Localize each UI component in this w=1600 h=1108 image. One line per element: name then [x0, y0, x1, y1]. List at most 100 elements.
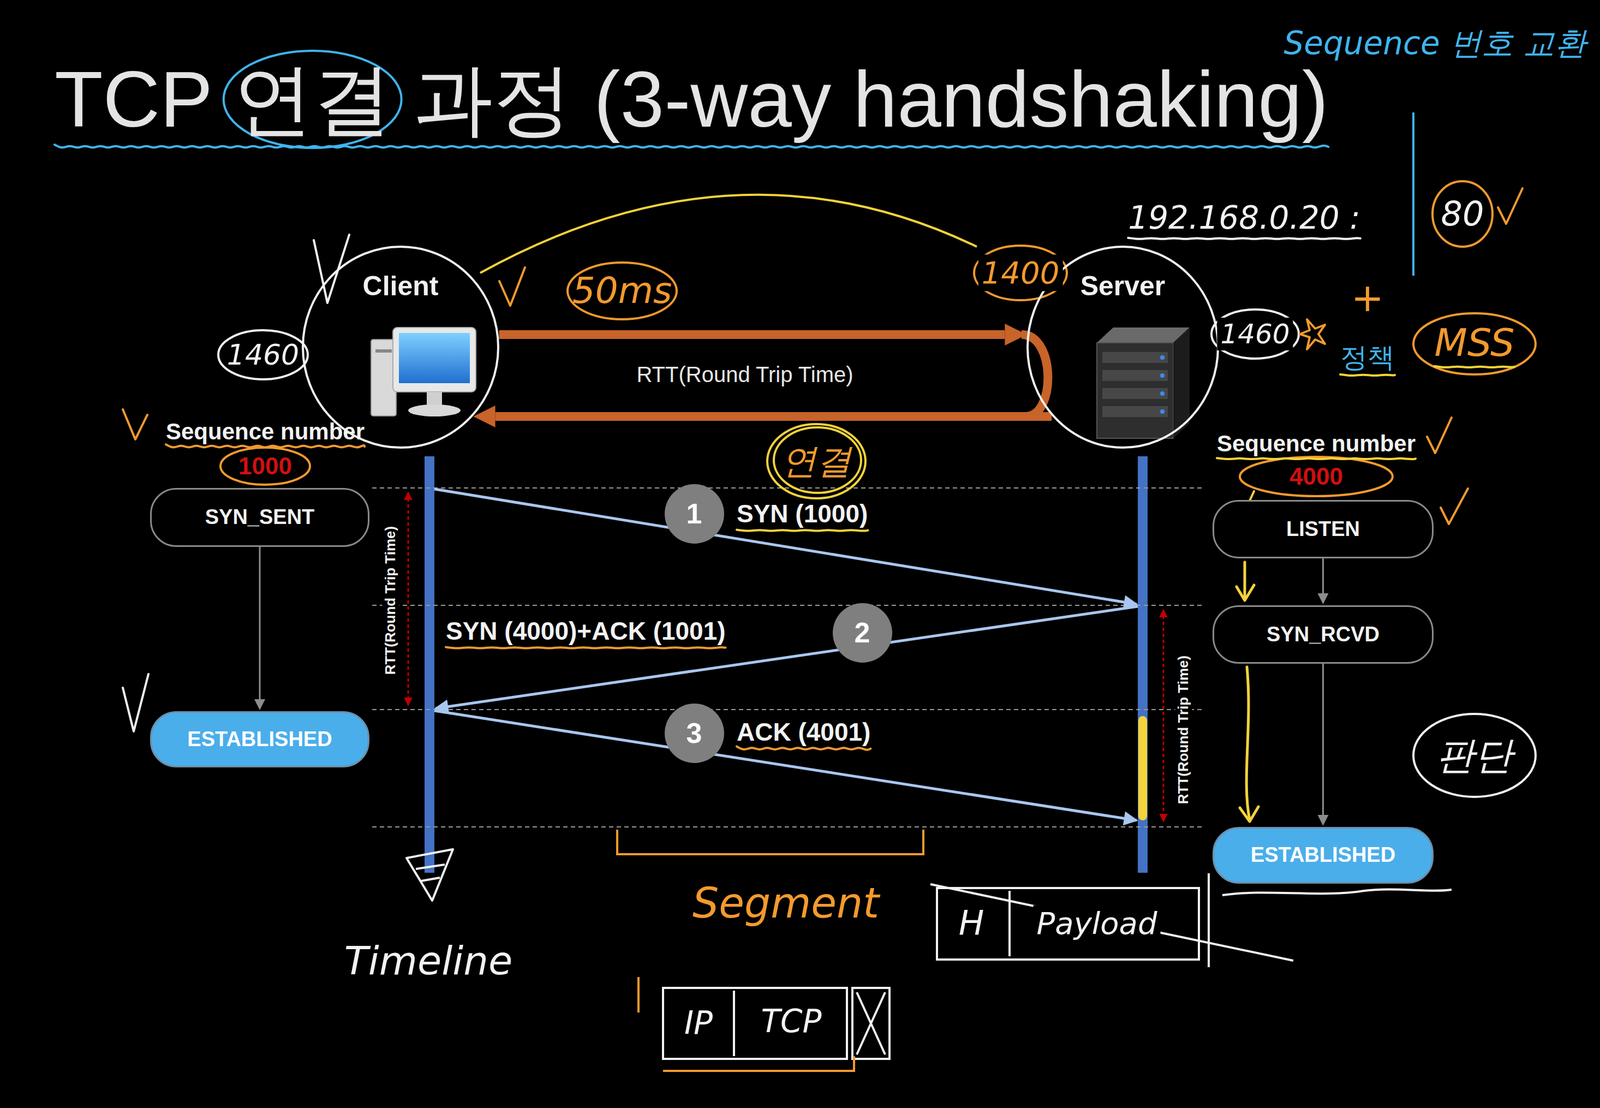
check-mark [1440, 488, 1468, 524]
segment-sketch [732, 990, 736, 1056]
hand-note: 1400 [978, 254, 1064, 291]
hand-underline [445, 647, 726, 649]
segment-bracket [617, 829, 924, 855]
callout-number: 1 [664, 484, 725, 544]
connector [495, 412, 1053, 421]
header-sketch [930, 884, 1294, 961]
hand-underline [1434, 366, 1515, 368]
hand-circle [218, 330, 308, 380]
check-mark [1299, 319, 1325, 350]
dashed-guide [372, 826, 1204, 828]
hand-underline [1340, 374, 1395, 376]
hand-note: Timeline [344, 936, 513, 984]
edge-label: RTT(Round Trip Time) [636, 361, 853, 388]
hand-circle [767, 424, 866, 499]
segment-sketch [637, 976, 640, 1013]
hand-underline [1127, 237, 1360, 240]
rtt-dimension [407, 492, 410, 706]
hand-line [1412, 112, 1415, 276]
connector [259, 546, 261, 700]
node-text: ESTABLISHED [1250, 842, 1396, 868]
segment-sketch [852, 987, 890, 1059]
segment-sketch [663, 1055, 855, 1071]
server-icon [1160, 355, 1165, 360]
state-box: LISTEN [1212, 499, 1434, 559]
timeline-sketch [406, 849, 453, 901]
dimension-label: RTT(Round Trip Time) [381, 522, 399, 679]
state-box: ESTABLISHED [150, 711, 370, 768]
segment-sketch [638, 976, 890, 1071]
message-label: SYN (1000) [736, 498, 868, 529]
header-sketch [936, 887, 1199, 960]
node-text: SYN_RCVD [1266, 622, 1380, 648]
state-box: SYN_RCVD [1212, 605, 1434, 664]
host-outline [302, 246, 499, 448]
timeline-bar [424, 456, 435, 873]
check-mark [1497, 188, 1523, 224]
field-value: 4000 [1289, 462, 1343, 492]
computer-icon [398, 332, 470, 384]
hand-note: 1460 [227, 337, 300, 372]
server-icon [1102, 387, 1168, 399]
check-mark [122, 409, 148, 440]
callout-number: 2 [832, 603, 893, 663]
dashed-guide [372, 487, 1204, 489]
hand-note: 판단 [1436, 732, 1513, 779]
node-text: SYN_SENT [205, 504, 315, 530]
hand-note: 연결 [781, 440, 852, 483]
hand-underline [736, 529, 868, 531]
header-sketch [1222, 889, 1452, 895]
hand-arrow [1236, 584, 1255, 601]
title: TCP 연결 과정 (3-way handshaking) [54, 51, 1329, 147]
field-value: 1000 [238, 451, 292, 481]
node-text: Client [362, 269, 439, 303]
computer-icon [375, 349, 392, 353]
hand-note: + [1351, 273, 1384, 321]
computer-icon [426, 391, 443, 407]
hand-note: Segment [692, 878, 880, 928]
dashed-guide [372, 604, 1204, 606]
hand-arrow [1243, 562, 1247, 600]
hand-note: Payload [1033, 904, 1161, 942]
highlight-mark [1138, 720, 1148, 816]
connector [1322, 558, 1324, 594]
check-mark [122, 188, 1523, 732]
hand-note: 정책 [1340, 341, 1395, 374]
node-text: 3 [686, 715, 703, 750]
hand-underline [165, 444, 365, 447]
check-mark [1427, 417, 1452, 453]
node-text: LISTEN [1286, 516, 1360, 542]
connector [1322, 663, 1324, 815]
hand-underline [54, 144, 1329, 148]
hand-underline [54, 50, 1515, 870]
dimension-label: RTT(Round Trip Time) [1174, 652, 1192, 808]
hand-note: IP [684, 1004, 713, 1043]
dashed-guide [372, 708, 1204, 710]
segment-sketch [856, 992, 886, 1055]
hand-circle [220, 447, 310, 485]
hand-arrow [1236, 562, 1259, 822]
hand-arrow [1246, 666, 1250, 820]
field-label: Sequence number [1216, 430, 1416, 458]
hand-arrow [1239, 806, 1259, 822]
hand-circle [567, 262, 677, 320]
hand-underline [1216, 457, 1416, 459]
timeline-sketch [406, 849, 453, 901]
dashed-guide [372, 487, 1204, 827]
check-mark [122, 673, 149, 732]
handshake-arrow [435, 606, 1138, 709]
header-sketch [930, 873, 1452, 967]
hand-circle [1211, 309, 1299, 359]
hand-circle [1432, 181, 1493, 247]
handshake-arrow [434, 488, 1138, 821]
node-text: ESTABLISHED [187, 726, 332, 752]
server-icon [1102, 406, 1168, 417]
server-icon [1096, 327, 1190, 439]
hand-circle [1239, 456, 1393, 497]
connector [499, 330, 1006, 339]
rtt-dimension [1162, 609, 1165, 822]
hand-note: Sequence 번호 교환 [1284, 24, 1587, 63]
computer-icon [392, 327, 476, 392]
state-box: SYN_SENT [150, 487, 370, 547]
